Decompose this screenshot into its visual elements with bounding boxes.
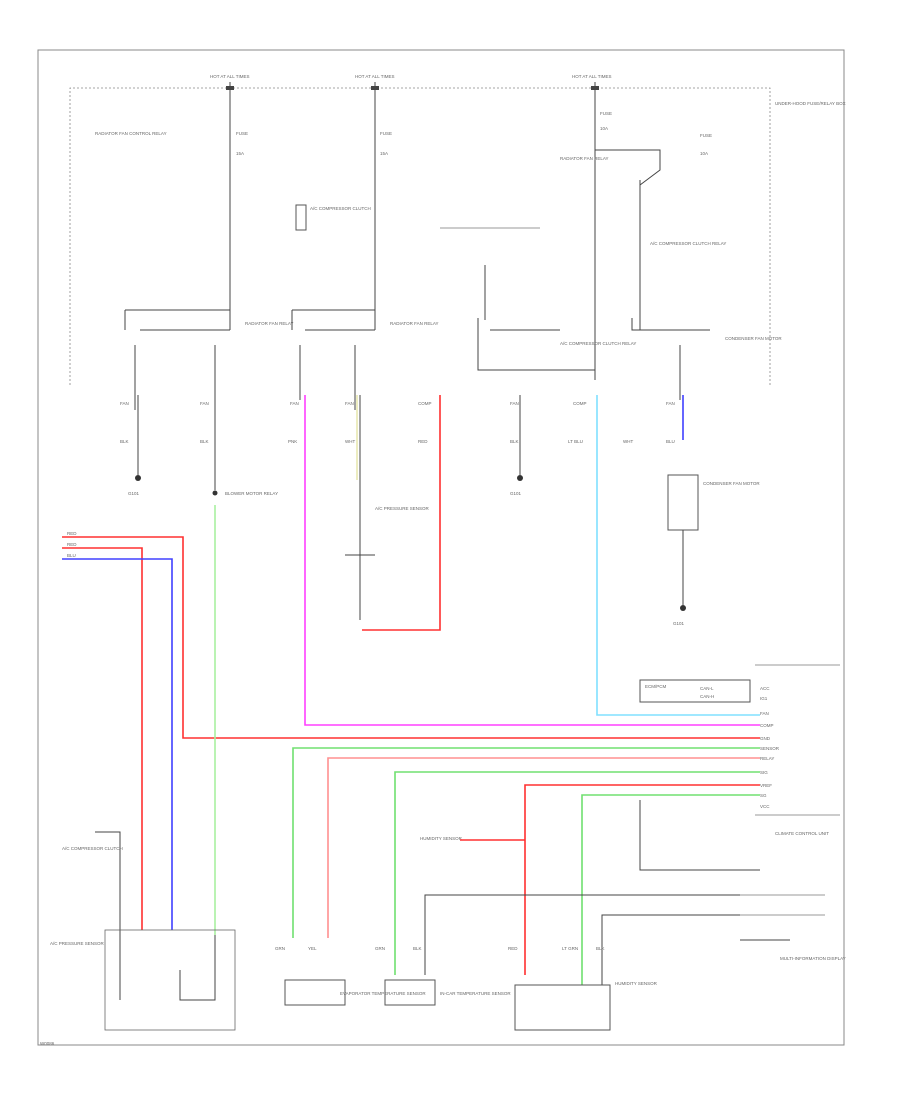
diagram-label: A/C PRESSURE SENSOR — [375, 506, 430, 511]
diagram-label: FAN — [345, 401, 354, 406]
relay-3: A/C COMPRESSOR CLUTCH RELAY — [477, 265, 636, 371]
diagram-label: FUSE — [700, 133, 712, 138]
left-bus-wires: RED RED BLU — [62, 531, 760, 930]
diagram-label: G101 — [673, 621, 685, 626]
diagram-label: BLK — [596, 946, 605, 951]
condenser-fan-motor — [667, 474, 699, 531]
diagram-label: WHT — [345, 439, 355, 444]
diagram-label: RADIATOR FAN RELAY — [245, 321, 294, 326]
diagram-label: PNK — [288, 439, 297, 444]
diagram-label: MULTI-INFORMATION DISPLAY — [780, 956, 846, 961]
diagram-label: RED — [508, 946, 518, 951]
diagram-label: IN-CAR TEMPERATURE SENSOR — [440, 991, 511, 996]
diagram-label: FAN — [290, 401, 299, 406]
diagram-label: CAN-L — [700, 686, 714, 691]
diagram-label: ECM/PCM — [645, 684, 667, 689]
diagram-label: BLK — [120, 439, 129, 444]
diagram-label: FAN — [510, 401, 519, 406]
diagram-label: FUSE — [600, 111, 612, 116]
diagram-label: RADIATOR FAN CONTROL RELAY — [95, 131, 167, 136]
diagram-label: 15A — [380, 151, 388, 156]
diagram-label: HOT AT ALL TIMES — [355, 74, 395, 79]
diagram-label: BLK — [413, 946, 422, 951]
diagram-label: G101 — [510, 491, 522, 496]
diagram-label: HUMIDITY SENSOR — [615, 981, 658, 986]
diagram-label: FUSE — [380, 131, 392, 136]
diagram-label: CAN-H — [700, 694, 714, 699]
diagram-label: FAN — [666, 401, 675, 406]
diagram-label: FAN — [120, 401, 129, 406]
diagram-label: FAN — [200, 401, 209, 406]
diagram-label: BLK — [200, 439, 209, 444]
diagram-label: A/C PRESSURE SENSOR — [50, 941, 105, 946]
diagram-label: GND — [760, 736, 771, 741]
diagram-label: HOT AT ALL TIMES — [572, 74, 612, 79]
diagram-label: UNDER-HOOD FUSE/RELAY BOX — [775, 101, 846, 106]
diagram-label: FAN — [760, 711, 769, 716]
sensor-block-2: IN-CAR TEMPERATURE SENSOR GRN BLK — [375, 946, 511, 1006]
diagram-label: LT GRN — [562, 946, 578, 951]
diagram-label: A/C COMPRESSOR CLUTCH — [310, 206, 371, 211]
diagram-label: VCC — [760, 804, 770, 809]
diagram-label: IG1 — [760, 696, 768, 701]
bottom-left-component: A/C COMPRESSOR CLUTCH A/C PRESSURE SENSO… — [50, 831, 236, 1031]
diagram-label: COMP — [573, 401, 587, 406]
diagram-label: WHT — [623, 439, 633, 444]
diagram-label: SIG — [760, 770, 768, 775]
sensor-block-1: EVAPORATOR TEMPERATURE SENSOR GRN YEL — [275, 946, 426, 1006]
diagram-label: GRN — [375, 946, 385, 951]
diagram-label: BLOWER MOTOR RELAY — [225, 491, 278, 496]
diagram-label: HUMIDITY SENSOR — [420, 836, 463, 841]
diagram-label: RADIATOR FAN RELAY — [390, 321, 439, 326]
diagram-label: RED — [418, 439, 428, 444]
diagram-label: BLK — [510, 439, 519, 444]
sensor-block-3: HUMIDITY SENSOR RED LT GRN BLK — [508, 946, 658, 1031]
diagram-label: COMP — [418, 401, 432, 406]
footer-code: W0086 — [40, 1041, 55, 1046]
ecm-connector: ECM/PCM CAN-L CAN-H ACC IG1 FAN COMP GND… — [639, 664, 840, 816]
diagram-label: RADIATOR FAN RELAY — [560, 156, 609, 161]
relay-1: RADIATOR FAN RELAY — [124, 309, 294, 410]
relay-2: RADIATOR FAN RELAY — [291, 309, 439, 410]
diagram-label: 15A — [236, 151, 244, 156]
diagram-label: VREF — [760, 783, 772, 788]
power-feed-2: HOT AT ALL TIMES FUSE 15A — [355, 74, 395, 318]
diagram-label: CONDENSER FAN MOTOR — [725, 336, 782, 341]
diagram-label: A/C COMPRESSOR CLUTCH — [62, 846, 123, 851]
diagram-label: SENSOR — [760, 746, 780, 751]
diagram-label: ACC — [760, 686, 770, 691]
fuse-box-boundary — [69, 87, 771, 385]
diagram-label: BLU — [67, 553, 76, 558]
diagram-label: RELAY — [760, 756, 774, 761]
diagram-label: YEL — [308, 946, 317, 951]
diagram-label: BLU — [666, 439, 675, 444]
diagram-frame — [37, 49, 845, 1046]
power-feed-3: HOT AT ALL TIMES FUSE 10A — [572, 74, 612, 380]
diagram-label: CLIMATE CONTROL UNIT — [775, 831, 829, 836]
diagram-label: CONDENSER FAN MOTOR — [703, 481, 760, 486]
diagram-label: A/C COMPRESSOR CLUTCH RELAY — [560, 341, 636, 346]
diagram-label: GRN — [275, 946, 285, 951]
relay-4: CONDENSER FAN MOTOR — [631, 318, 782, 400]
diagram-label: RED — [67, 531, 77, 536]
diagram-label: 10A — [600, 126, 608, 131]
diagram-label: FUSE — [236, 131, 248, 136]
diagram-label: G101 — [128, 491, 140, 496]
diagram-label: COMP — [760, 723, 774, 728]
power-feed-1: HOT AT ALL TIMES FUSE 15A — [210, 74, 250, 318]
diagram-label: SG — [760, 793, 767, 798]
diagram-label: A/C COMPRESSOR CLUTCH RELAY — [650, 241, 726, 246]
diagram-label: EVAPORATOR TEMPERATURE SENSOR — [340, 991, 426, 996]
diagram-label: HOT AT ALL TIMES — [210, 74, 250, 79]
diagram-label: LT BLU — [568, 439, 583, 444]
diagram-label: RED — [67, 542, 77, 547]
diagram-label: 10A — [700, 151, 708, 156]
